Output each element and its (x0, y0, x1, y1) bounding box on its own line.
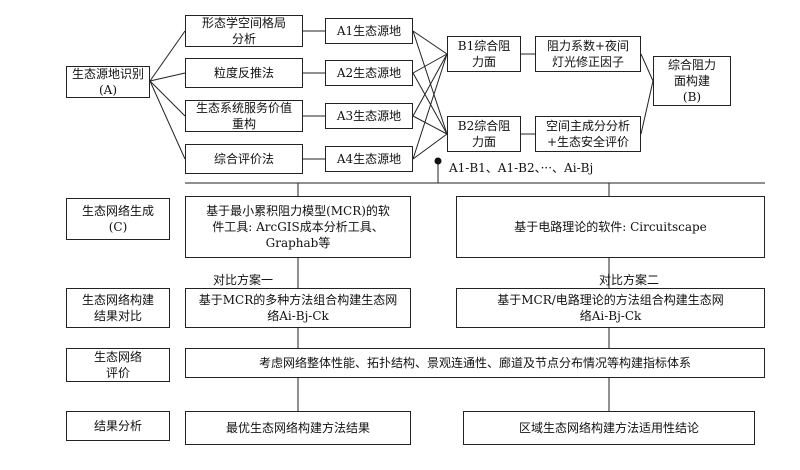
source-a2: A2生态源地 (325, 60, 413, 86)
method-morphological-analysis: 形态学空间格局 分析 (185, 15, 303, 47)
source-identification-box: 生态源地识别 (A) (66, 66, 150, 98)
analysis-label: 结果分析 (66, 411, 170, 441)
mcr-software-box: 基于最小累积阻力模型(MCR)的软 件工具: ArcGIS成本分析工具、 Gra… (185, 196, 411, 258)
source-a1: A1生态源地 (325, 18, 413, 44)
evaluation-content-box: 考虑网络整体性能、拓扑结构、景观连通性、廊道及节点分布情况等构建指标体系 (185, 348, 765, 378)
composite-resistance-box: 综合阻力 面构建 (B) (653, 56, 731, 106)
method-comprehensive-evaluation: 综合评价法 (185, 144, 303, 174)
source-a4: A4生态源地 (325, 146, 413, 172)
comparison-label: 生态网络构建 结果对比 (66, 288, 170, 328)
combination-label: A1-B1、A1-B2、···、Ai-Bj (449, 161, 594, 175)
resistance-surface-b2: B2综合阻 力面 (447, 116, 521, 152)
source-a3: A3生态源地 (325, 103, 413, 129)
comparison-right-box: 基于MCR/电路理论的方法组合构建生态网 络Ai-Bj-Ck (456, 288, 765, 328)
resistance-factor-night-light: 阻力系数+夜间 灯光修正因子 (535, 36, 641, 72)
network-generation-label: 生态网络生成 (C) (66, 198, 170, 240)
applicability-conclusion-box: 区域生态网络构建方法适用性结论 (463, 411, 755, 445)
circuit-theory-box: 基于电路理论的软件: Circuitscape (456, 196, 765, 258)
resistance-surface-b1: B1综合阻 力面 (447, 36, 521, 72)
scheme-one-label: 对比方案一 (213, 273, 274, 287)
comparison-left-box: 基于MCR的多种方法组合构建生态网 络Ai-Bj-Ck (185, 288, 411, 328)
resistance-factor-pca-safety: 空间主成分分析 +生态安全评价 (535, 116, 641, 152)
scheme-two-label: 对比方案二 (599, 273, 660, 287)
junction-dot (434, 157, 442, 165)
method-granularity-inversion: 粒度反推法 (185, 58, 303, 88)
method-ecosystem-service-value: 生态系统服务价值 重构 (185, 100, 303, 132)
optimal-result-box: 最优生态网络构建方法结果 (185, 411, 411, 445)
evaluation-label: 生态网络 评价 (66, 348, 170, 382)
